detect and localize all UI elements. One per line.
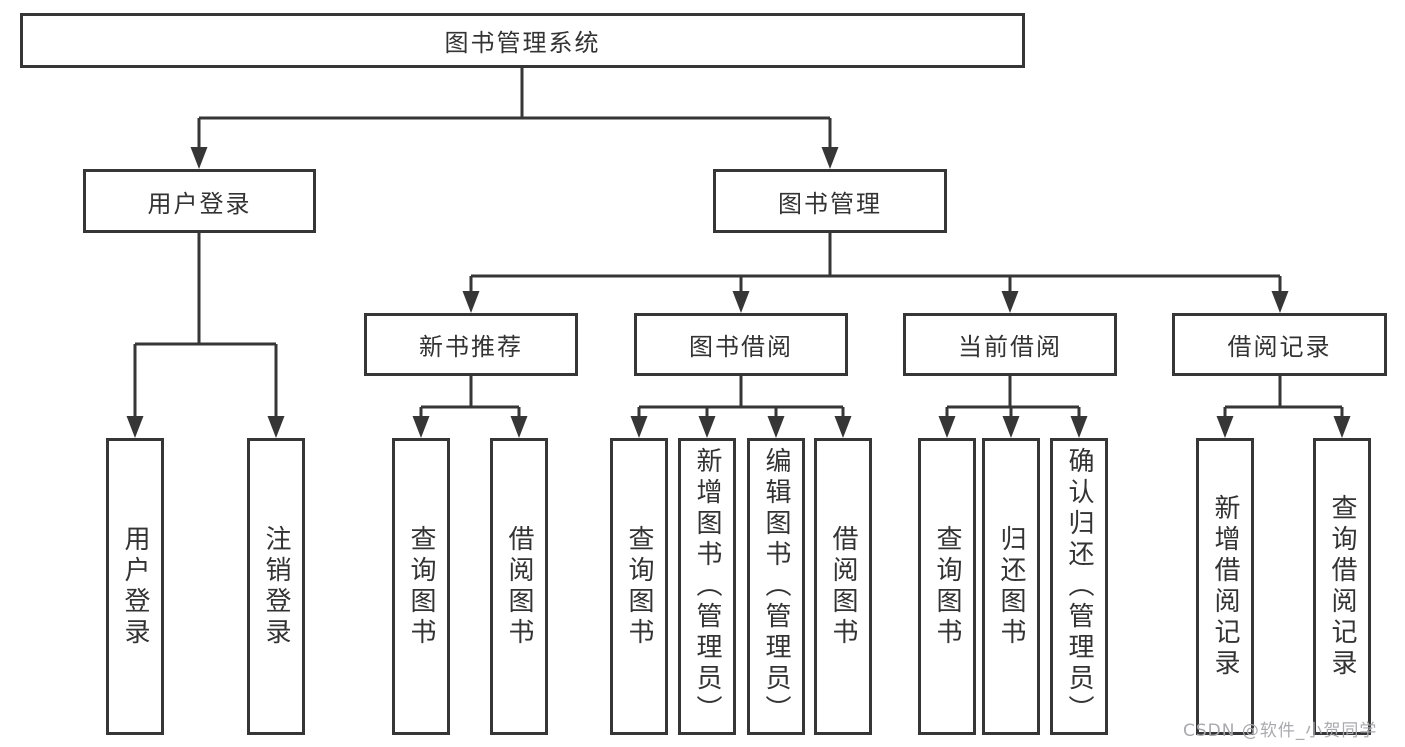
leaf-query-books-borrow: 查询图书	[610, 438, 668, 735]
leaf-confirm-return-admin: 确认归还（管理员）	[1050, 438, 1108, 735]
leaf-label: 用户登录	[120, 524, 150, 649]
leaf-query-borrow-record: 查询借阅记录	[1313, 438, 1371, 735]
leaf-label: 新增借阅记录	[1210, 493, 1240, 680]
leaf-borrow-books: 借阅图书	[814, 438, 872, 735]
node-new-book-recommend: 新书推荐	[364, 313, 578, 376]
leaf-label: 借阅图书	[828, 524, 858, 649]
leaf-add-borrow-record: 新增借阅记录	[1196, 438, 1254, 735]
leaf-label: 借阅图书	[504, 524, 534, 649]
node-book-borrowing: 图书借阅	[634, 313, 848, 376]
leaf-edit-books-admin: 编辑图书（管理员）	[747, 438, 805, 735]
leaf-label: 新增图书（管理员）	[692, 447, 722, 726]
leaf-return-books: 归还图书	[982, 438, 1040, 735]
node-book-management: 图书管理	[713, 169, 947, 233]
leaf-query-books-recommend: 查询图书	[392, 438, 450, 735]
leaf-label: 确认归还（管理员）	[1064, 447, 1094, 726]
leaf-borrow-books-recommend: 借阅图书	[490, 438, 548, 735]
leaf-user-login: 用户登录	[106, 438, 164, 735]
node-borrowing-records: 借阅记录	[1172, 313, 1387, 376]
node-root-library-management-system: 图书管理系统	[20, 13, 1025, 68]
leaf-add-books-admin: 新增图书（管理员）	[678, 438, 736, 735]
leaf-label: 查询借阅记录	[1327, 493, 1357, 680]
leaf-label: 编辑图书（管理员）	[761, 447, 791, 726]
csdn-watermark: CSDN @软件_小贺同学	[1183, 721, 1378, 741]
leaf-label: 归还图书	[996, 524, 1026, 649]
leaf-label: 注销登录	[261, 524, 291, 649]
leaf-label: 查询图书	[624, 524, 654, 649]
node-current-borrowing: 当前借阅	[903, 313, 1117, 376]
leaf-query-books-current: 查询图书	[918, 438, 976, 735]
leaf-logout: 注销登录	[247, 438, 305, 735]
node-user-login: 用户登录	[83, 169, 316, 233]
leaf-label: 查询图书	[932, 524, 962, 649]
leaf-label: 查询图书	[406, 524, 436, 649]
arrowheads	[126, 147, 1351, 438]
